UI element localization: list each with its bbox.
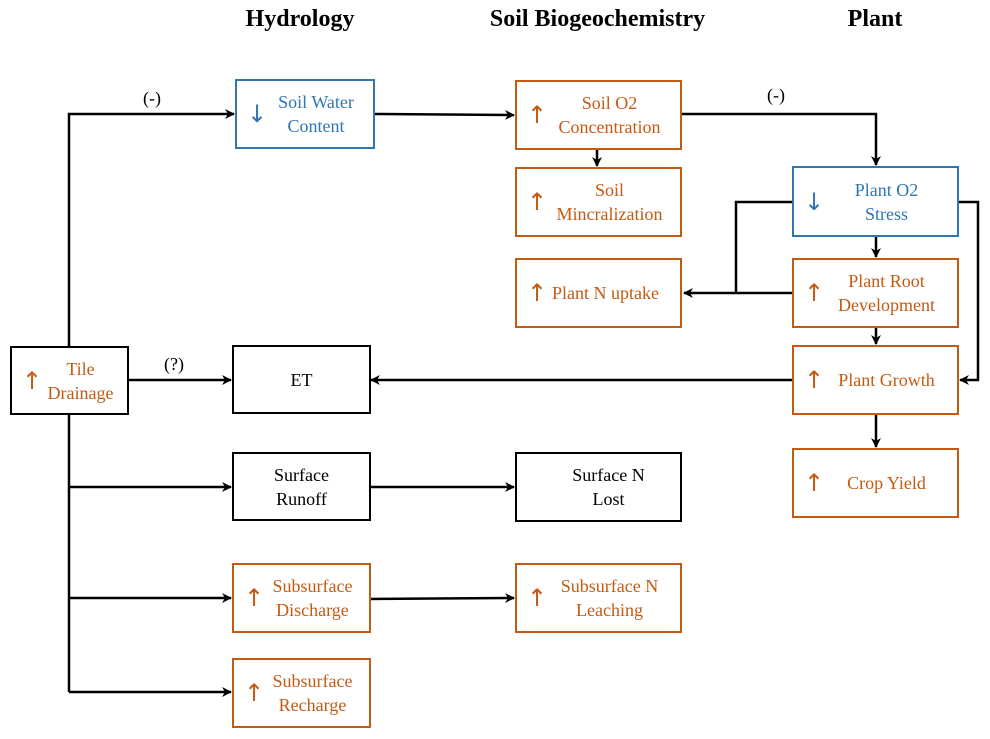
increase-arrow-icon: ↑: [527, 584, 548, 612]
increase-arrow-icon: ↑: [527, 279, 548, 307]
node-label: Soil Water Content: [278, 92, 354, 136]
node-label: Surface N Lost: [572, 465, 645, 509]
node-label: Plant O2 Stress: [854, 179, 919, 224]
node-label: Crop Yield: [847, 473, 926, 493]
node-et[interactable]: ET: [232, 345, 371, 414]
node-subsurface-discharge[interactable]: ↑ Subsurface Discharge: [232, 563, 371, 633]
node-subsurface-n-leaching[interactable]: ↑ Subsurface N Leaching: [515, 563, 682, 633]
column-title-plant: Plant: [847, 6, 903, 32]
node-label: Surface Runoff: [274, 464, 329, 509]
column-title-hydrology: Hydrology: [245, 6, 355, 32]
node-plant-root-development[interactable]: ↑ Plant Root Development: [792, 258, 959, 328]
node-label: ET: [290, 369, 313, 390]
increase-arrow-icon: ↑: [527, 101, 548, 129]
node-soil-water-content[interactable]: ↓ Soil Water Content: [235, 79, 375, 149]
edge-plant-stress-to-growth: [958, 200, 980, 385]
edge-label-soil-o2-to-plant-stress: (-): [767, 85, 785, 105]
node-label: Soil Mincralization: [556, 180, 663, 224]
node-label: Plant N uptake: [552, 283, 659, 303]
node-plant-growth[interactable]: ↑ Plant Growth: [792, 345, 959, 415]
decrease-arrow-icon: ↓: [247, 100, 268, 128]
increase-arrow-icon: ↑: [244, 679, 265, 707]
increase-arrow-icon: ↑: [804, 469, 825, 497]
edge-label-tile-to-soil-water: (-): [143, 88, 161, 108]
edge-plant-stress-to-n-uptake: [734, 200, 793, 293]
increase-arrow-icon: ↑: [804, 279, 825, 307]
node-soil-o2-concentration[interactable]: ↑ Soil O2 Concentration: [515, 80, 682, 150]
node-label: Soil O2 Concentration: [558, 93, 661, 137]
node-surface-n-lost[interactable]: Surface N Lost: [515, 452, 682, 522]
node-label: Subsurface Discharge: [272, 576, 353, 620]
column-title-soil-biogeochemistry: Soil Biogeochemistry: [489, 6, 706, 32]
increase-arrow-icon: ↑: [527, 188, 548, 216]
edge-soil-o2-to-plant-stress: [681, 112, 881, 166]
node-subsurface-recharge[interactable]: ↑ Subsurface Recharge: [232, 658, 371, 728]
node-label: Tile Drainage: [47, 358, 114, 403]
edge-discharge-to-leaching: [369, 593, 515, 604]
node-soil-mineralization[interactable]: ↑ Soil Mincralization: [515, 167, 682, 237]
node-plant-n-uptake[interactable]: ↑ Plant N uptake: [515, 258, 682, 328]
node-crop-yield[interactable]: ↑ Crop Yield: [792, 448, 959, 518]
node-label: Subsurface Recharge: [272, 671, 353, 715]
increase-arrow-icon: ↑: [244, 584, 265, 612]
increase-arrow-icon: ↑: [804, 366, 825, 394]
node-label: Subsurface N Leaching: [560, 576, 659, 620]
node-label: Plant Root Development: [838, 271, 935, 315]
node-tile-drainage[interactable]: ↑ Tile Drainage: [10, 346, 129, 415]
edge-tile-to-soil-water: [67, 109, 235, 347]
node-surface-runoff[interactable]: Surface Runoff: [232, 452, 371, 521]
increase-arrow-icon: ↑: [22, 366, 43, 395]
edge-label-tile-to-et: (?): [164, 354, 184, 374]
edge-soil-water-to-soil-o2: [373, 109, 515, 120]
decrease-arrow-icon: ↓: [804, 187, 825, 216]
node-label: Plant Growth: [838, 370, 935, 390]
node-plant-o2-stress[interactable]: ↓ Plant O2 Stress: [792, 166, 959, 237]
